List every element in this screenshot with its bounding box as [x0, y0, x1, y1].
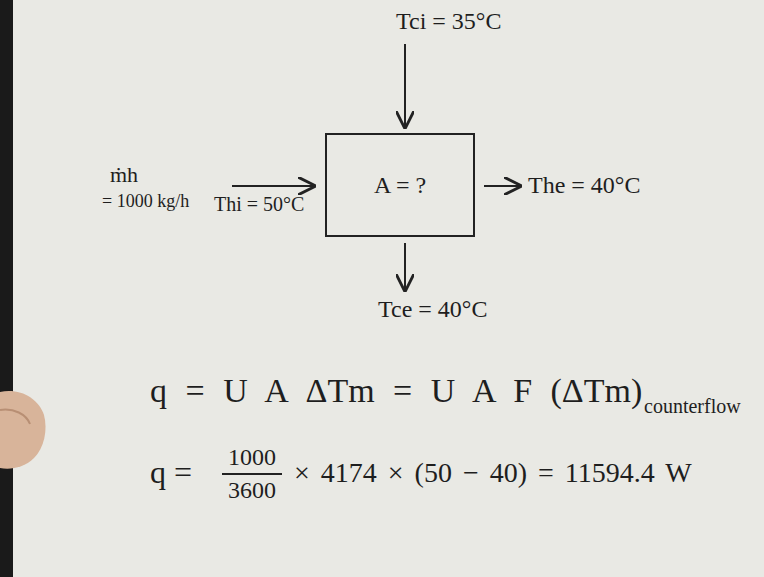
flow-rate-symbol: ṁh — [110, 163, 138, 187]
fraction-bar — [222, 473, 282, 475]
hot-inlet-arrow — [232, 185, 314, 187]
exchanger-box: A = ? — [325, 133, 475, 237]
temperature-label: The = 40°C — [528, 172, 640, 198]
cold-inlet-arrow — [404, 44, 406, 127]
hand — [0, 391, 46, 469]
cold-outlet-arrow — [404, 243, 406, 290]
flow-rate-value: = 1000 kg/h — [102, 192, 189, 212]
left-edge-band — [0, 0, 13, 577]
hot-outlet-arrow — [484, 185, 520, 187]
temperature-label: Tci = 35°C — [396, 8, 501, 34]
hand-crease — [0, 410, 30, 424]
temperature-label: Thi = 50°C — [214, 193, 304, 215]
equation: q = — [150, 455, 192, 490]
temperature-label: Tce = 40°C — [378, 296, 487, 322]
equation: q = U A ΔTm = U A F (ΔTm) — [150, 372, 642, 409]
fraction-numerator: 1000 — [228, 444, 276, 470]
equation-subscript: counterflow — [644, 395, 741, 417]
equation: × 4174 × (50 − 40) = 11594.4 W — [294, 458, 692, 489]
fraction-denominator: 3600 — [228, 477, 276, 503]
area-label: A = ? — [374, 172, 426, 199]
